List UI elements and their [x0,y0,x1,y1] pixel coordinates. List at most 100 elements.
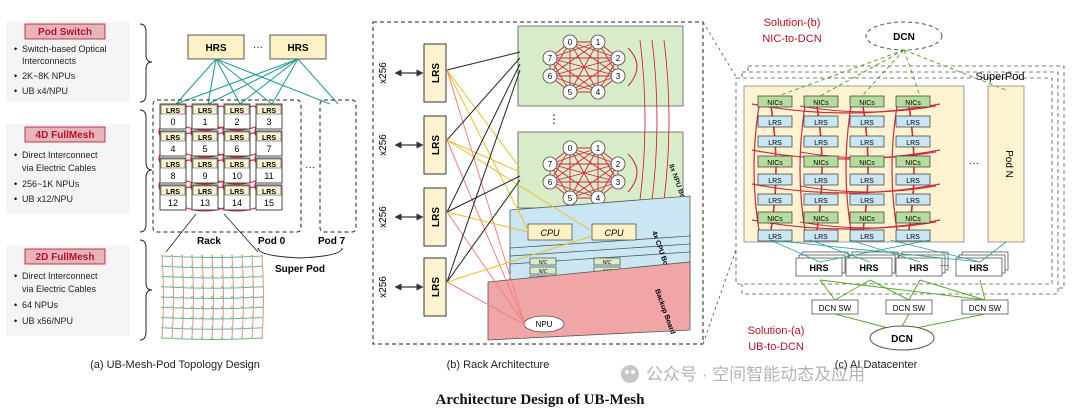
npu-node [590,34,606,50]
nic-chip [529,257,557,266]
nic-chip [529,266,557,275]
rack-number: 5 [202,144,207,154]
nic-label: NIC [603,260,612,266]
npu-node-label: 3 [616,72,621,81]
lrs-box-label: LRS [431,207,442,227]
fullmesh-2d-title: 2D FullMesh [36,252,95,263]
svg-text:•: • [14,300,17,310]
lrs-cell [757,115,793,128]
rack-lrs-label: LRS [262,108,276,115]
npu-node-label: 4 [596,194,601,203]
pod-switch-title-box [24,23,106,40]
rack-lrs-label: LRS [166,189,180,196]
lrs-cell-label: LRS [860,140,874,147]
caption-b: (b) Rack Architecture [447,359,550,371]
lrs-cell-label: LRS [768,198,782,205]
npu-node-label: 4 [596,88,601,97]
pod-grid: NICsNICsNICsLRSLRSLRSLRSLRSNICsNICsNICsL… [751,95,941,242]
hrs-c-ellipsis: ··· [940,260,949,270]
hrs-label: HRS [287,43,308,54]
pod-switch-desc: Pod Switch • Switch-based Optical Interc… [6,22,130,102]
dcn-sw-row: DCN SW DCN SW DCN SW [811,299,1009,315]
pod-switch-line: 2K~8K NPUs [22,71,76,81]
rack-number: 3 [266,117,271,127]
x256-label: x256 [378,134,389,156]
x256-label: x256 [378,276,389,298]
lrs-cell [849,135,885,148]
rack-number: 12 [168,198,178,208]
nics-label: NICs [767,160,783,167]
npu-node [542,156,558,172]
rack-number: 1 [202,117,207,127]
nics-label: NICs [905,100,921,107]
npu-node-label: 6 [548,178,553,187]
superpod-brace [257,247,343,259]
lrs-cell [849,229,885,242]
nics-box [757,155,793,168]
lrs-cell [757,229,793,242]
lrs-cell [849,115,885,128]
nics-box [849,155,885,168]
rack-number: 13 [200,198,210,208]
lrs-cell-label: LRS [814,178,828,185]
hrs-c-label: HRS [809,263,828,273]
nic-label: NIC [539,269,548,275]
fullmesh-4d-line: Direct Interconnect [22,150,98,160]
rack-number: 2 [234,117,239,127]
lrs-box-label: LRS [431,135,442,155]
nics-label: NICs [859,216,875,223]
npu-node [590,140,606,156]
lrs-cell [803,173,839,186]
lrs-cell-label: LRS [768,120,782,127]
dcn-sw-label: DCN SW [969,304,1002,313]
svg-text:•: • [14,179,17,189]
pod0-frame [152,99,302,233]
npu-node [542,174,558,190]
npu-node [562,84,578,100]
fullmesh-2d-line: Direct Interconnect [22,271,98,281]
rack-grid: LRS0LRS1LRS2LRS3LRS4LRS5LRS6LRS7LRS8LRS9… [158,103,283,212]
npu-node [610,156,626,172]
lrs-box [423,43,447,103]
nics-box [895,95,931,108]
rack-lrs-label: LRS [230,108,244,115]
watermark: 公众号 · 空间智能动态及应用 [621,365,865,384]
caption-a: (a) UB-Mesh-Pod Topology Design [90,359,260,371]
nics-label: NICs [813,216,829,223]
lrs-cell-label: LRS [768,178,782,185]
superpod-label: Super Pod [275,264,325,275]
lrs-box-label: LRS [431,63,442,83]
dcn-label-top: DCN [893,32,915,43]
pod-ellipsis-c: ··· [969,158,979,169]
rack-label: Rack [197,236,221,247]
rack-number: 9 [202,171,207,181]
lrs-box [423,115,447,175]
lrs-box-label: LRS [431,277,442,297]
rack-lrs-label: LRS [230,189,244,196]
svg-text:•: • [14,271,17,281]
nics-label: NICs [767,100,783,107]
npu-node [542,50,558,66]
lrs-cell-label: LRS [860,178,874,185]
nics-label: NICs [905,160,921,167]
nics-box [757,211,793,224]
svg-text:•: • [14,316,17,326]
lrs-cell [895,173,931,186]
dcn-sw-label: DCN SW [893,304,926,313]
lrs-cell-label: LRS [814,234,828,241]
rack-frame [372,21,704,345]
rack-lrs-label: LRS [198,135,212,142]
pod-switch-line: Switch-based Optical [22,44,107,54]
svg-text:•: • [14,194,17,204]
figure-title: Architecture Design of UB-Mesh [436,392,646,408]
rack-number: 0 [170,117,175,127]
npu-node-label: 6 [548,72,553,81]
npu-node-label: 7 [548,160,553,169]
lrs-cell-label: LRS [814,140,828,147]
lrs-cell [757,193,793,206]
nics-label: NICs [813,100,829,107]
npu-node [610,174,626,190]
